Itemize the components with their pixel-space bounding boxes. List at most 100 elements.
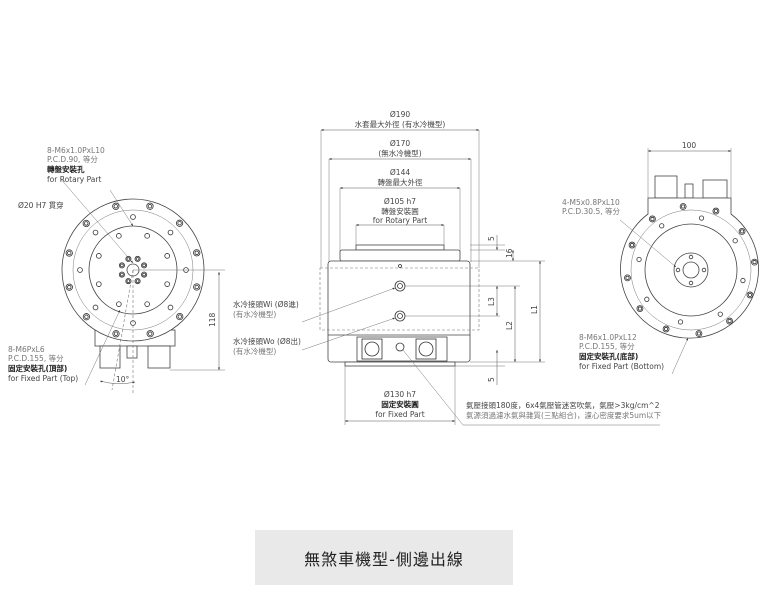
- side-view: Ø190 水套最大外徑 (有水冷機型) Ø170 (無水冷機型) Ø144 轉盤…: [233, 110, 662, 426]
- water-outlet-note: (有水冷機型): [233, 346, 276, 356]
- bolt-hole-inner: [67, 250, 72, 256]
- top-view: 8-M6x1.0PxL10 P.C.D.90, 等分 轉盤安裝孔 for Rot…: [8, 146, 225, 395]
- bolt-hole-inner: [120, 272, 124, 277]
- bolt-hole-inner: [194, 284, 199, 290]
- bolt-hole: [732, 238, 738, 244]
- bolt-hole-inner: [67, 285, 72, 290]
- fixed-bottom-pcd: P.C.D.155, 等分: [579, 341, 635, 351]
- bolt-hole-inner: [194, 250, 199, 255]
- dim-170-label: (無水冷機型): [378, 148, 421, 158]
- bolt-hole: [96, 281, 102, 287]
- dim-105: Ø105 h7: [384, 197, 416, 206]
- bolt-hole-inner: [630, 243, 635, 248]
- bolt-hole-inner: [113, 204, 118, 209]
- bolt-hole-inner: [84, 221, 89, 226]
- bolt-hole: [677, 319, 684, 325]
- rotary-hole-label-en: for Rotary Part: [47, 175, 101, 184]
- fixed-bottom-label-zh: 固定安裝孔(底部): [579, 351, 638, 361]
- water-inlet-note: (有水冷機型): [233, 309, 276, 319]
- bolt-hole: [164, 281, 170, 287]
- dim-16: 16: [505, 248, 514, 258]
- bolt-hole: [96, 253, 102, 259]
- bolt-hole: [740, 277, 746, 284]
- bottom-view: 100 4-M5x0.8PxL10 P.C.D.30.5, 等分 8-M6x1.…: [562, 141, 759, 375]
- rotary-hole-spec: 8-M6x1.0PxL10: [47, 146, 105, 155]
- bolt-hole-inner: [727, 319, 732, 324]
- bolt-hole-inner: [84, 314, 89, 319]
- rotary-hole-label-zh: 轉盤安裝孔: [47, 164, 85, 174]
- center-hole-pcd: P.C.D.30.5, 等分: [562, 206, 620, 216]
- bolt-hole: [144, 233, 150, 239]
- bolt-hole: [688, 254, 694, 260]
- bolt-hole-inner: [696, 331, 701, 336]
- dim-190: Ø190: [390, 110, 410, 119]
- bolt-hole-inner: [747, 292, 752, 297]
- dim-130-label-en: for Fixed Part: [375, 410, 424, 419]
- bolt-hole: [636, 256, 642, 263]
- dim-190-label: 水套最大外徑 (有水冷機型): [355, 119, 446, 129]
- dim-144-label: 轉盤最大外徑: [378, 177, 423, 187]
- bolt-hole: [644, 296, 650, 302]
- bolt-hole: [688, 280, 694, 286]
- bolt-hole-inner: [713, 209, 718, 214]
- fixed-bottom-label-en: for Fixed Part (Bottom): [579, 362, 664, 371]
- bolt-hole-inner: [681, 204, 686, 209]
- bolt-hole-inner: [664, 326, 669, 331]
- bolt-hole-inner: [148, 331, 153, 336]
- bolt-hole: [167, 304, 174, 311]
- bolt-hole: [717, 311, 723, 317]
- bolt-hole-inner: [177, 221, 182, 226]
- bolt-hole-inner: [147, 204, 153, 209]
- dim-100: 100: [682, 141, 697, 150]
- bolt-hole: [698, 215, 705, 221]
- bolt-hole: [92, 229, 99, 236]
- connector-right: [147, 345, 171, 369]
- bolt-hole: [116, 301, 122, 307]
- bolt-hole: [164, 253, 170, 259]
- dim-L3: L3: [487, 297, 496, 306]
- bolt-hole-inner: [637, 306, 642, 311]
- center-hole-spec: 4-M5x0.8PxL10: [562, 198, 620, 207]
- dim-angle: 10°: [116, 375, 130, 384]
- air-fitting-label: 氣壓接頭180度，6x4氣壓管迷宮吹氣，氣壓>3kg/cm^2: [466, 400, 660, 410]
- bolt-hole-inner: [142, 272, 146, 277]
- bolt-hole-inner: [752, 260, 757, 265]
- bolt-hole: [675, 267, 681, 273]
- fixed-bottom-spec: 8-M6x1.0PxL12: [579, 333, 637, 342]
- bolt-hole-inner: [135, 257, 140, 261]
- dim-144: Ø144: [390, 168, 410, 177]
- bolt-hole-inner: [120, 263, 124, 268]
- bolt-hole-inner: [142, 263, 146, 268]
- fixed-top-label-en: for Fixed Part (Top): [8, 374, 78, 383]
- air-fitting-note: 氣源須過濾水氣與雜質(三點組合)，濾心密度要求5um以下: [466, 410, 662, 420]
- bolt-hole-inner: [740, 229, 745, 234]
- bolt-hole-inner: [625, 275, 630, 280]
- caption-title: 無煞車機型-側邊出線: [255, 530, 513, 585]
- dim-130: Ø130 h7: [384, 390, 416, 399]
- bolt-hole-inner: [177, 314, 182, 319]
- fixed-top-spec: 8-M6PxL6: [8, 345, 45, 354]
- bolt-hole: [77, 267, 83, 273]
- water-inlet-label: 水冷接頭Wi (Ø8進): [233, 299, 299, 309]
- rotary-hole-pcd: P.C.D.90, 等分: [47, 154, 98, 164]
- dim-105-label-en: for Rotary Part: [373, 216, 427, 225]
- water-outlet-label: 水冷接頭Wo (Ø8出): [233, 336, 301, 346]
- through-hole-label: Ø20 H7 貫穿: [18, 200, 64, 210]
- bolt-hole: [144, 301, 150, 307]
- fixed-top-pcd: P.C.D.155, 等分: [8, 353, 64, 363]
- bolt-hole: [701, 267, 707, 273]
- dim-L1: L1: [530, 305, 539, 314]
- bolt-hole: [167, 229, 174, 236]
- dim-105-label-zh: 轉盤安裝圓: [381, 206, 419, 216]
- dim-top5: 5: [487, 236, 496, 241]
- connector-left: [99, 345, 121, 369]
- bolt-hole-inner: [126, 279, 131, 283]
- bolt-hole-inner: [135, 279, 140, 283]
- dim-118: 118: [208, 312, 217, 327]
- fixed-top-label-zh: 固定安裝孔(頂部): [8, 363, 67, 373]
- bolt-hole-inner: [113, 331, 119, 336]
- bolt-hole: [92, 304, 99, 311]
- dim-170: Ø170: [390, 139, 410, 148]
- bolt-hole: [659, 223, 665, 229]
